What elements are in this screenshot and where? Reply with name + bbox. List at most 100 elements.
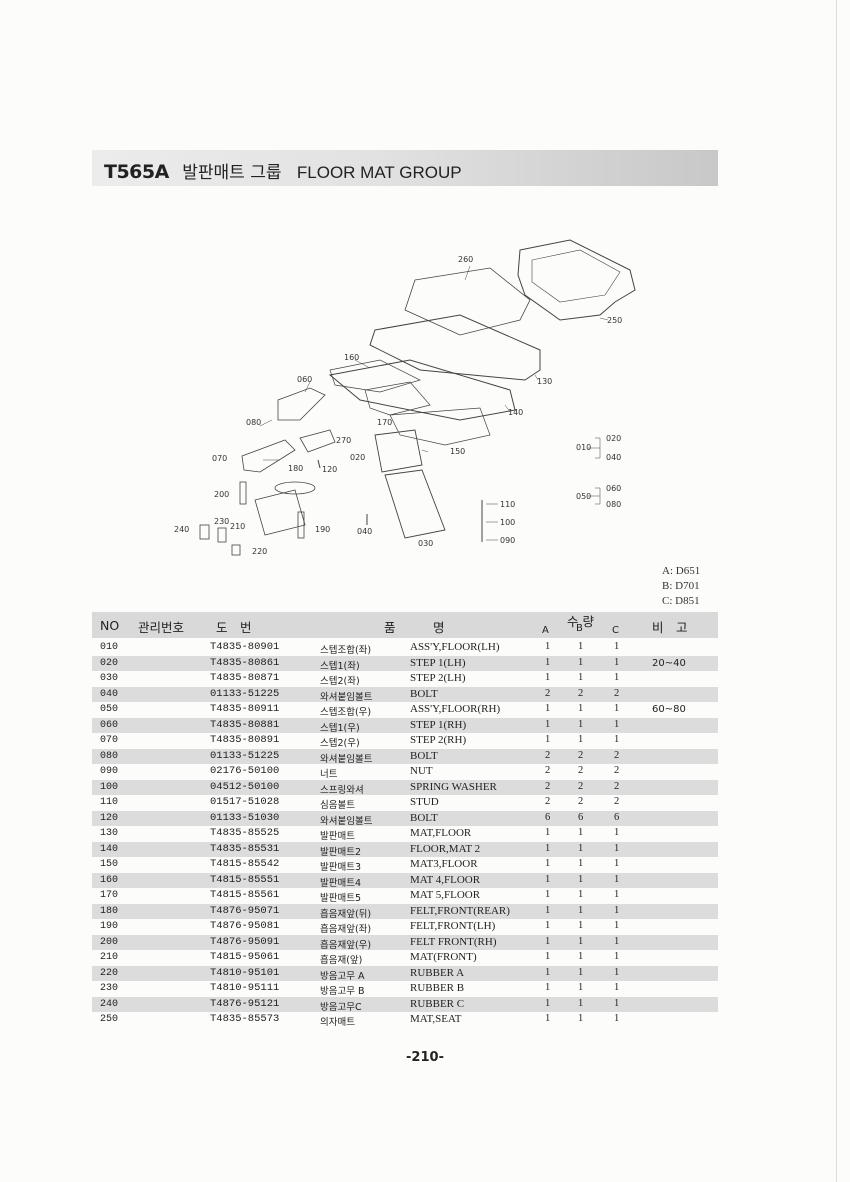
- page-number: -210-: [406, 1050, 444, 1065]
- cell-no: 200: [100, 936, 119, 948]
- header-part-name: 품 명: [384, 620, 445, 635]
- label-260: 260: [458, 255, 473, 264]
- cell-en: MAT,SEAT: [410, 1013, 462, 1025]
- cell-c: 1: [614, 734, 620, 745]
- cell-b: 1: [578, 656, 584, 668]
- cell-c: 2: [614, 765, 620, 776]
- part-160-floor-mat: [329, 359, 421, 393]
- cell-c: 2: [614, 749, 620, 761]
- cell-b: 1: [578, 858, 584, 869]
- label-080: 080: [246, 418, 261, 427]
- cell-ko: 방음고무C: [320, 1001, 362, 1013]
- part-240-rubber: [199, 524, 210, 540]
- cell-c: 1: [614, 982, 620, 993]
- header-drawing-no: 도 번: [216, 620, 252, 635]
- cell-en: BOLT: [410, 687, 438, 700]
- cell-rem: 20~40: [652, 657, 686, 669]
- cell-b: 1: [578, 951, 584, 962]
- part-070-step: [241, 439, 296, 473]
- title-korean: 발판매트 그룹: [182, 163, 282, 183]
- cell-b: 1: [578, 997, 584, 1009]
- cell-en: MAT,FLOOR: [410, 827, 472, 839]
- cell-en: FLOOR,MAT 2: [410, 842, 481, 855]
- cell-en: NUT: [410, 765, 433, 777]
- cell-ko: 흡음재앞(뒤): [320, 908, 372, 920]
- cell-part: T4810-95111: [210, 982, 280, 994]
- cell-a: 2: [545, 749, 551, 761]
- cell-b: 1: [578, 1013, 584, 1024]
- cell-ko: 방음고무 B: [320, 986, 365, 997]
- part-190-felt: [297, 511, 305, 539]
- section-header-bar: [92, 150, 718, 186]
- label-150: 150: [450, 447, 465, 456]
- label-040: 040: [357, 527, 372, 536]
- cell-en: RUBBER B: [410, 982, 465, 994]
- legend-c: C: D851: [662, 595, 700, 607]
- cell-no: 040: [100, 688, 119, 700]
- cell-b: 1: [578, 935, 584, 947]
- header-remarks: 비 고: [652, 620, 688, 635]
- cell-ko: 의자매트: [320, 1017, 355, 1028]
- cell-part: T4835-80901: [210, 641, 280, 653]
- cell-no: 010: [100, 642, 119, 653]
- cell-no: 230: [100, 983, 119, 994]
- header-no: NO: [100, 618, 120, 633]
- cell-part: T4876-95121: [210, 997, 280, 1010]
- cell-ko: 방음고무 A: [320, 970, 365, 982]
- cell-b: 1: [578, 920, 584, 931]
- cell-en: SPRING WASHER: [410, 780, 497, 793]
- cell-b: 1: [578, 703, 584, 714]
- part-020-step: [374, 429, 423, 473]
- label-group-050-080: 080: [606, 500, 621, 509]
- cell-ko: 스텝조합(좌): [320, 645, 372, 656]
- cell-part: 01133-51030: [210, 811, 280, 824]
- part-230-rubber: [217, 527, 227, 543]
- part-170-floor-mat: [364, 381, 431, 416]
- cell-no: 060: [100, 719, 119, 731]
- cell-en: FELT FRONT(RH): [410, 935, 497, 948]
- cell-ko: 스텝조합(우): [320, 707, 372, 718]
- label-230: 230: [214, 517, 229, 526]
- cell-part: T4815-85551: [210, 873, 280, 886]
- cell-a: 1: [545, 703, 551, 714]
- cell-no: 140: [100, 843, 119, 855]
- part-140-floor-mat: [328, 359, 516, 421]
- label-090: 090: [500, 536, 515, 545]
- cell-a: 1: [545, 982, 551, 993]
- section-title: T565A 발판매트 그룹 FLOOR MAT GROUP: [104, 158, 462, 183]
- cell-ko: 흡음재(앞): [320, 955, 363, 966]
- cell-en: MAT 5,FLOOR: [410, 889, 481, 901]
- label-170: 170: [377, 418, 392, 427]
- cell-c: 2: [614, 687, 620, 699]
- cell-c: 1: [614, 672, 620, 683]
- cell-a: 2: [545, 765, 551, 776]
- label-group-010: 010: [576, 443, 591, 452]
- cell-b: 2: [578, 749, 584, 761]
- cell-no: 100: [100, 781, 119, 793]
- label-250: 250: [607, 316, 622, 325]
- cell-en: STUD: [410, 796, 439, 808]
- cell-a: 1: [545, 827, 551, 838]
- header-mgmt-no: 관리번호: [138, 620, 185, 635]
- cell-en: MAT3,FLOOR: [410, 858, 478, 870]
- cell-ko: 심음볼트: [320, 800, 355, 811]
- cell-no: 180: [100, 905, 119, 917]
- label-070: 070: [212, 454, 227, 463]
- cell-b: 1: [578, 966, 584, 978]
- cell-c: 1: [614, 997, 620, 1009]
- cell-b: 1: [578, 672, 584, 683]
- cell-a: 1: [545, 734, 551, 745]
- part-030-step: [384, 469, 446, 539]
- cell-c: 2: [614, 780, 620, 792]
- cell-en: STEP 1(RH): [410, 718, 467, 731]
- cell-c: 1: [614, 656, 620, 668]
- label-group-010-040: 040: [606, 453, 621, 462]
- cell-part: T4815-95061: [210, 951, 280, 963]
